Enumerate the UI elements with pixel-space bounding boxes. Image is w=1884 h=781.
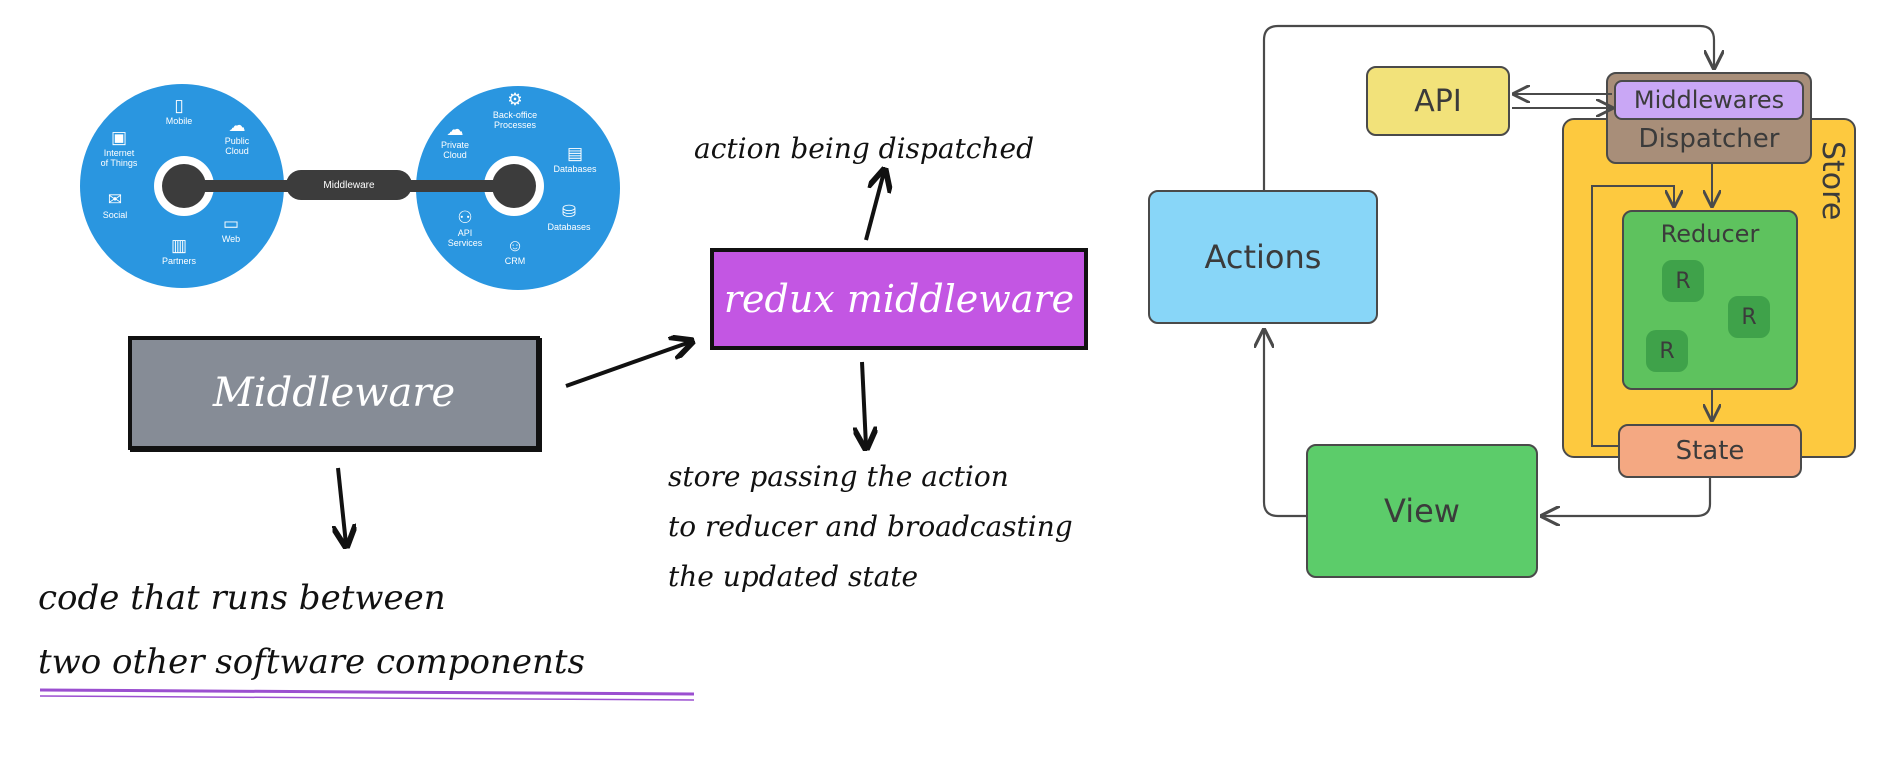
service-label: Internet of Things [100,148,138,168]
store-label: Store [1815,141,1850,221]
service-databases-top: ▤ Databases [540,144,610,174]
service-social: ✉ Social [80,190,150,220]
database-icon: ⛁ [561,202,577,221]
laptop-icon: ▭ [222,214,240,233]
service-label: Social [102,210,128,220]
actions-to-middlewares [1262,24,1714,190]
middleware-pill-label: Middleware [286,170,412,200]
service-back-office: ⚙ Back-office Processes [480,90,550,130]
middlewares-label: Middlewares [1633,86,1785,114]
r-label: R [1659,338,1675,364]
api-box: API [1366,66,1510,136]
reducer-r-1: R [1662,260,1704,302]
service-databases-bottom: ⛁ Databases [534,202,604,232]
state-box: State [1618,424,1802,478]
cloud-icon: ☁ [228,116,246,135]
arrow-middleware-to-redux [565,342,690,388]
service-label: Back-office Processes [492,110,538,130]
service-label: Partners [161,256,196,266]
service-internet-of-things: ▣ Internet of Things [84,128,154,168]
note-store-line-2: to reducer and broadcasting [668,510,1073,543]
service-label: Databases [547,222,591,232]
state-loop-to-reducer [1591,185,1674,447]
service-crm: ☺ CRM [480,236,550,266]
chart-icon: ▤ [566,144,584,163]
left-hub [162,164,206,208]
buildings-icon: ▥ [170,236,188,255]
note-action-dispatched: action being dispatched [694,132,1035,165]
r-label: R [1741,304,1757,330]
r-label: R [1675,268,1691,294]
service-label: Mobile [165,116,193,126]
service-label: API Services [447,228,483,248]
state-to-view [1542,478,1712,516]
cloud-icon: ☁ [446,120,464,139]
api-label: API [1414,83,1462,119]
arrow-redux-down [862,361,866,446]
definition-underline [39,688,695,696]
service-partners: ▥ Partners [144,236,214,266]
view-label: View [1384,492,1460,530]
reducer-r-3: R [1646,330,1688,372]
service-label: Web [221,234,241,244]
people-icon: ⚇ [457,208,473,227]
arrow-middleware-to-definition [338,467,346,544]
reducer-r-2: R [1728,296,1770,338]
redux-middleware-box: redux middleware [710,248,1088,350]
phone-icon: ▯ [174,96,184,115]
process-icon: ⚙ [507,90,523,109]
actions-box: Actions [1148,190,1378,324]
crm-icon: ☺ [506,236,524,255]
note-store-line-1: store passing the action [668,460,1009,493]
note-store-line-3: the updated state [668,560,919,593]
right-hub [492,164,536,208]
actions-label: Actions [1204,238,1322,276]
reducer-label: Reducer [1660,220,1760,248]
view-to-actions [1264,330,1306,518]
arrow-redux-up [864,172,884,241]
service-label: CRM [504,256,526,266]
service-label: Private Cloud [440,140,469,160]
service-label: Public Cloud [224,136,250,156]
service-private-cloud: ☁ Private Cloud [420,120,490,160]
dispatcher-label: Dispatcher [1638,124,1780,154]
service-api-services: ⚇ API Services [430,208,500,248]
service-web: ▭ Web [196,214,266,244]
view-box: View [1306,444,1538,578]
definition-line-2: two other software components [38,642,585,682]
middlewares-box: Middlewares [1614,80,1804,120]
social-icon: ✉ [107,190,123,209]
monitor-icon: ▣ [110,128,128,147]
definition-underline-2 [39,695,695,701]
definition-line-1: code that runs between [38,578,446,618]
state-label: State [1675,436,1745,466]
service-public-cloud: ☁ Public Cloud [202,116,272,156]
middleware-box: Middleware [128,336,540,450]
service-label: Databases [553,164,597,174]
service-mobile: ▯ Mobile [144,96,214,126]
